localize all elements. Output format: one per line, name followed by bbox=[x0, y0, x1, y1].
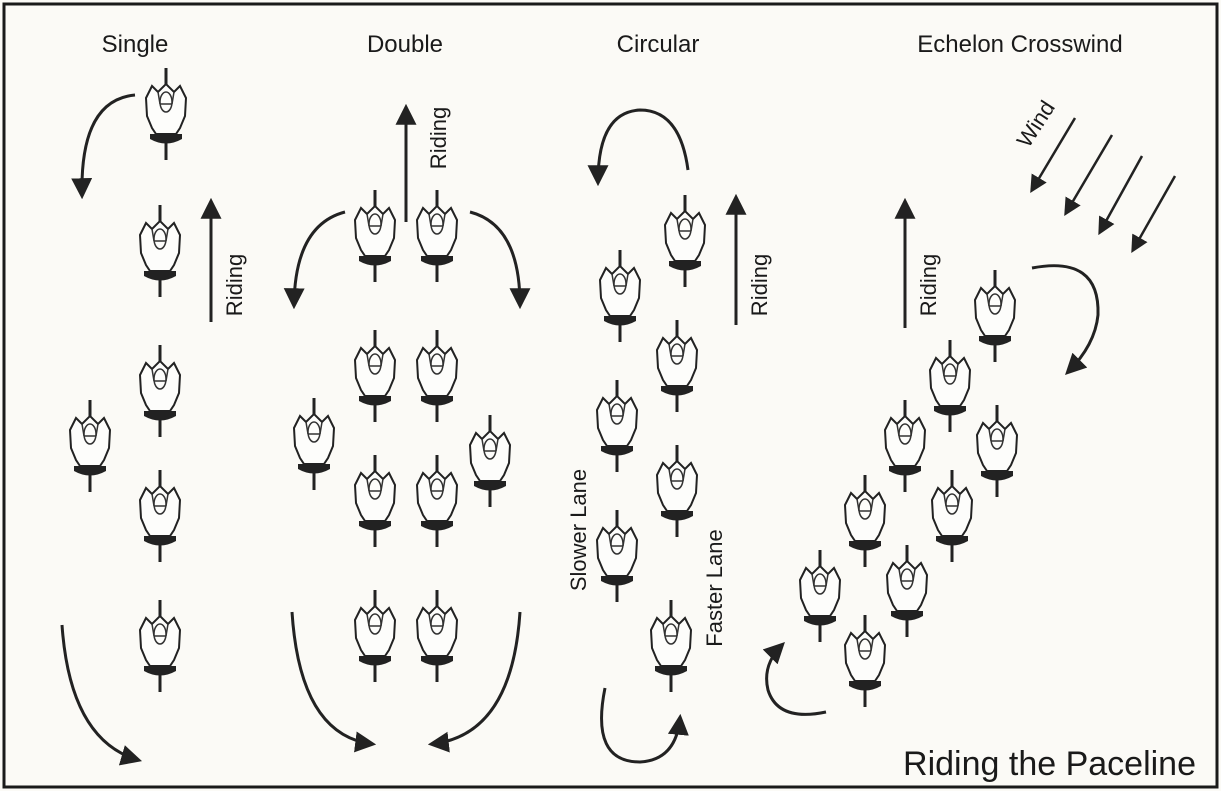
rotation-arrow bbox=[762, 642, 827, 716]
rider bbox=[353, 188, 397, 284]
panel-label-echelon: Echelon Crosswind bbox=[917, 31, 1122, 58]
rider bbox=[663, 193, 707, 289]
rider bbox=[595, 378, 639, 474]
slower-lane-label: Slower Lane bbox=[566, 469, 591, 591]
echelon-formation bbox=[798, 268, 1019, 709]
rider bbox=[928, 338, 972, 434]
rotation-arrow bbox=[1031, 264, 1100, 375]
rotation-arrow bbox=[60, 624, 143, 766]
rider bbox=[883, 398, 927, 494]
wind-arrow bbox=[1131, 175, 1177, 254]
panel-label-double: Double bbox=[367, 31, 443, 58]
riding-label: Riding bbox=[426, 107, 451, 169]
rider bbox=[595, 508, 639, 604]
riding-label: Riding bbox=[747, 254, 772, 316]
rider bbox=[885, 543, 929, 639]
rider bbox=[468, 413, 512, 509]
rider bbox=[973, 268, 1017, 364]
wind-label: Wind bbox=[1012, 96, 1060, 152]
rotation-arrow bbox=[290, 611, 377, 753]
rider bbox=[930, 468, 974, 564]
double-formation bbox=[292, 188, 512, 684]
rider bbox=[353, 328, 397, 424]
riding-label: Riding bbox=[222, 254, 247, 316]
rider bbox=[138, 598, 182, 694]
rotation-arrow bbox=[600, 687, 689, 764]
rider bbox=[138, 203, 182, 299]
faster-lane-label: Faster Lane bbox=[702, 529, 727, 646]
rider bbox=[649, 598, 693, 694]
panel-label-single: Single bbox=[102, 31, 169, 58]
circular-formation bbox=[595, 193, 707, 694]
rider bbox=[598, 248, 642, 344]
rotation-arrow bbox=[283, 210, 346, 310]
rotation-arrow bbox=[587, 108, 690, 187]
rider bbox=[798, 548, 842, 644]
single-formation bbox=[68, 66, 188, 694]
wind-arrow bbox=[1098, 155, 1144, 236]
wind-arrow bbox=[1064, 134, 1114, 217]
rotation-arrow bbox=[469, 210, 531, 310]
wind-arrows bbox=[1030, 117, 1177, 254]
rider bbox=[292, 396, 336, 492]
rider bbox=[415, 188, 459, 284]
rider bbox=[138, 468, 182, 564]
rider bbox=[843, 473, 887, 569]
rider bbox=[843, 613, 887, 709]
rider bbox=[655, 318, 699, 414]
diagram-title: Riding the Paceline bbox=[903, 745, 1196, 783]
rider bbox=[353, 588, 397, 684]
rider bbox=[353, 453, 397, 549]
riding-label: Riding bbox=[916, 254, 941, 316]
rider bbox=[415, 453, 459, 549]
wind-arrow bbox=[1030, 117, 1077, 194]
rotation-arrow bbox=[71, 93, 136, 200]
rider bbox=[138, 343, 182, 439]
rotation-arrow bbox=[427, 611, 522, 753]
rider bbox=[655, 443, 699, 539]
rider bbox=[975, 403, 1019, 499]
rider bbox=[415, 588, 459, 684]
rider bbox=[68, 398, 112, 494]
panel-label-circular: Circular bbox=[617, 31, 700, 58]
rider bbox=[415, 328, 459, 424]
rider bbox=[144, 66, 188, 162]
